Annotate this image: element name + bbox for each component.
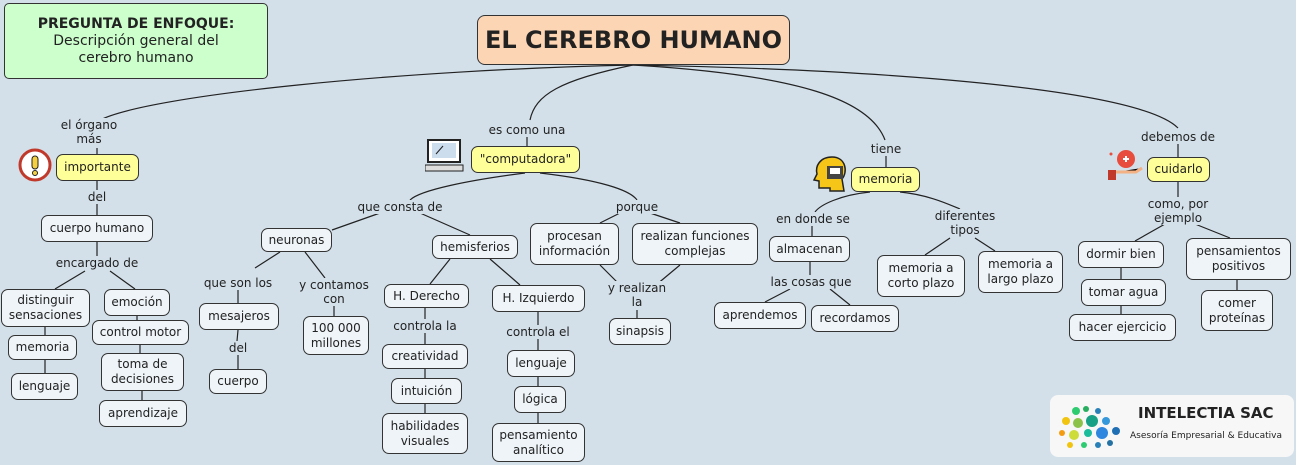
concept-cuerpo-humano[interactable]: cuerpo humano	[41, 215, 153, 242]
concept-memoria[interactable]: memoria	[8, 335, 77, 360]
concept-dormir-bien[interactable]: dormir bien	[1078, 241, 1164, 268]
link-label: encargado de	[54, 256, 140, 270]
concept-habilidades-visuales[interactable]: habilidades visuales	[382, 413, 468, 454]
link-label: y realizan la	[601, 281, 673, 309]
concept-hemisferios[interactable]: hemisferios	[432, 235, 518, 259]
concept-lenguaje-izq[interactable]: lenguaje	[507, 350, 575, 377]
concept-emocion[interactable]: emoción	[104, 289, 170, 316]
concept-lenguaje[interactable]: lenguaje	[11, 373, 78, 400]
logo-name: INTELECTIA SAC	[1138, 404, 1274, 422]
warning-icon	[18, 148, 52, 182]
link-label: tiene	[869, 142, 903, 156]
brain-dots-icon	[1059, 406, 1120, 448]
concept-creatividad[interactable]: creatividad	[382, 344, 468, 369]
concept-aprendemos[interactable]: aprendemos	[714, 302, 806, 329]
company-logo: INTELECTIA SAC Asesoría Empresarial & Ed…	[1050, 395, 1294, 457]
concept-h-izquierdo[interactable]: H. Izquierdo	[492, 285, 585, 312]
concept-logica[interactable]: lógica	[514, 386, 566, 413]
link-label: que consta de	[356, 200, 444, 214]
link-label: el órgano más	[58, 118, 120, 146]
concept-100000-millones[interactable]: 100 000 millones	[303, 316, 369, 355]
computer-icon	[425, 139, 464, 172]
focus-heading: PREGUNTA DE ENFOQUE:	[37, 15, 235, 32]
concept-procesan-informacion[interactable]: procesan información	[530, 223, 619, 265]
main-topic: EL CEREBRO HUMANO	[477, 15, 790, 65]
concept-intuicion[interactable]: intuición	[391, 378, 462, 404]
concept-memoria-main[interactable]: memoria	[851, 167, 920, 192]
head-memory-icon	[812, 156, 846, 192]
link-label: porque	[614, 200, 660, 214]
concept-tomar-agua[interactable]: tomar agua	[1081, 279, 1166, 306]
concept-toma-decisiones[interactable]: toma de decisiones	[101, 353, 184, 391]
concept-computadora[interactable]: "computadora"	[471, 146, 580, 173]
concept-neuronas[interactable]: neuronas	[261, 228, 332, 252]
concept-memoria-corto-plazo[interactable]: memoria a corto plazo	[877, 255, 965, 297]
link-label: las cosas que	[769, 275, 853, 289]
concept-comer-proteinas[interactable]: comer proteínas	[1201, 290, 1273, 331]
concept-sinapsis[interactable]: sinapsis	[609, 318, 671, 345]
concept-distinguir-sensaciones[interactable]: distinguir sensaciones	[1, 289, 90, 327]
focus-question: PREGUNTA DE ENFOQUE: Descripción general…	[4, 3, 268, 79]
concept-aprendizaje[interactable]: aprendizaje	[99, 400, 187, 427]
concept-pensamientos-positivos[interactable]: pensamientos positivos	[1186, 238, 1291, 280]
concept-cuidarlo[interactable]: cuidarlo	[1147, 157, 1210, 182]
focus-text: Descripción general del cerebro humano	[53, 32, 219, 66]
link-label: diferentes tipos	[929, 209, 1001, 237]
concept-cuerpo[interactable]: cuerpo	[209, 369, 267, 394]
concept-recordamos[interactable]: recordamos	[811, 305, 899, 332]
concept-funciones-complejas[interactable]: realizan funciones complejas	[632, 223, 758, 265]
link-label: controla la	[392, 319, 458, 333]
link-label: como, por ejemplo	[1137, 197, 1219, 225]
link-label: en donde se	[775, 212, 851, 226]
health-care-icon	[1108, 150, 1143, 180]
concept-almacenan[interactable]: almacenan	[769, 236, 850, 262]
concept-importante[interactable]: importante	[56, 154, 139, 181]
link-label: es como una	[487, 123, 567, 137]
link-label: y contamos con	[293, 278, 375, 306]
concept-control-motor[interactable]: control motor	[92, 320, 189, 345]
link-label: del	[86, 190, 108, 204]
link-label: controla el	[505, 325, 571, 339]
concept-mesajeros[interactable]: mesajeros	[199, 303, 279, 330]
concept-h-derecho[interactable]: H. Derecho	[384, 284, 469, 308]
concept-hacer-ejercicio[interactable]: hacer ejercicio	[1069, 314, 1176, 341]
concept-memoria-largo-plazo[interactable]: memoria a largo plazo	[978, 251, 1063, 293]
link-label: debemos de	[1139, 130, 1217, 144]
logo-tagline: Asesoría Empresarial & Educativa	[1130, 431, 1282, 441]
link-label: que son los	[202, 276, 274, 290]
concept-pensamiento-analitico[interactable]: pensamiento analítico	[492, 423, 585, 462]
link-label: del	[227, 341, 249, 355]
